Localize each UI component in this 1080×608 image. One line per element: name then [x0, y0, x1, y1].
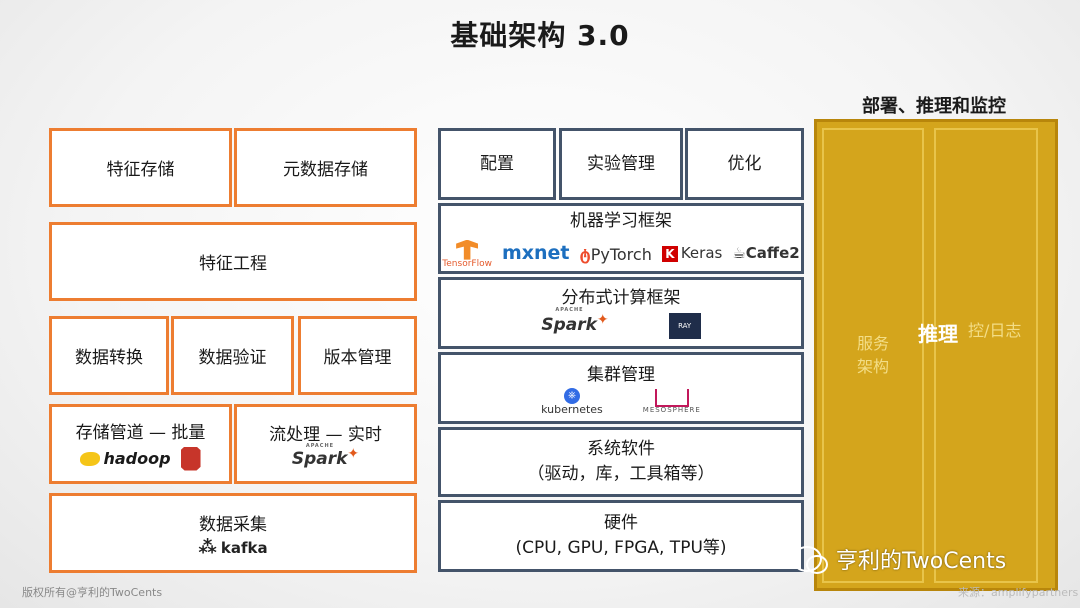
feature-store-label: 特征存储 [106, 160, 175, 180]
wechat-icon [792, 546, 828, 574]
experiment-mgmt-box: 实验管理 [559, 128, 683, 200]
kafka-icon: ⁂ [198, 536, 217, 558]
keras-logo-text: Keras [680, 244, 723, 263]
system-software-sublabel: （驱动，库，工具箱等） [527, 464, 715, 484]
optimization-label: 优化 [727, 153, 762, 174]
tensorflow-logo-text: TensorFlow [442, 258, 492, 269]
data-collection-box: 数据采集 ⁂ kafka [49, 493, 417, 573]
config-box: 配置 [438, 128, 556, 200]
copyright-footer: 版权所有@亨利的TwoCents [22, 586, 163, 599]
caffe2-logo-text: Caffe2 [745, 244, 800, 263]
distributed-framework-box: 分布式计算框架 APACHE Spark✦ RAY [438, 277, 804, 349]
system-software-box: 系统软件 （驱动，库，工具箱等） [438, 427, 804, 497]
data-validation-label: 数据验证 [198, 348, 267, 368]
hardware-box: 硬件 (CPU, GPU, FPGA, TPU等) [438, 500, 804, 572]
data-transform-box: 数据转换 [49, 316, 169, 395]
storage-pipeline-box: 存储管道 — 批量 hadoop [49, 404, 232, 484]
kafka-logo: ⁂ kafka [198, 536, 268, 558]
storage-pipeline-logos: hadoop [80, 446, 201, 471]
version-mgmt-label: 版本管理 [323, 348, 392, 368]
pytorch-logo-text: PyTorch [590, 244, 652, 264]
storage-pipeline-label: 存储管道 — 批量 [75, 422, 206, 443]
mesosphere-logo-text: MESOSPHERE [642, 405, 701, 414]
serving-label-line1: 服务 [856, 334, 889, 354]
mxnet-logo: mxnet [501, 242, 570, 265]
cluster-mgmt-box: 集群管理 ⎈ kubernetes MESOSPHERE [438, 352, 804, 424]
hadoop-logo: hadoop [80, 449, 171, 468]
distributed-framework-logos: APACHE Spark✦ RAY [541, 307, 701, 339]
metadata-store-label: 元数据存储 [283, 160, 368, 180]
deployment-heading: 部署、推理和监控 [862, 96, 1006, 117]
kafka-logo-text: kafka [220, 538, 268, 557]
wechat-watermark: 亨利的TwoCents [792, 543, 1006, 575]
data-collection-label: 数据采集 [199, 514, 267, 535]
feature-engineering-box: 特征工程 [49, 222, 417, 301]
serving-label: 服务 架构 [857, 333, 889, 378]
kubernetes-logo: ⎈ kubernetes [541, 387, 603, 416]
version-mgmt-box: 版本管理 [298, 316, 417, 395]
caffe2-logo: ☕Caffe2 [732, 243, 799, 265]
watermark-text: 亨利的TwoCents [836, 549, 1007, 574]
spark-logo: APACHE Spark✦ [291, 443, 360, 469]
mesosphere-icon [654, 388, 689, 407]
stream-processing-box: 流处理 — 实时 APACHE Spark✦ [234, 404, 417, 484]
data-validation-box: 数据验证 [171, 316, 294, 395]
cluster-mgmt-logos: ⎈ kubernetes MESOSPHERE [541, 387, 701, 416]
hardware-sublabel: (CPU, GPU, FPGA, TPU等) [515, 538, 727, 558]
kubernetes-helm-icon: ⎈ [563, 387, 580, 404]
cluster-mgmt-label: 集群管理 [587, 365, 655, 385]
spark-apache-label: APACHE [305, 442, 335, 449]
amazon-s3-icon [180, 446, 201, 471]
caffe2-cup-icon: ☕ [732, 244, 746, 263]
monitoring-column: 控/日志 [934, 128, 1038, 583]
inference-label: 推理 [918, 322, 958, 346]
experiment-mgmt-label: 实验管理 [587, 153, 655, 174]
distributed-framework-label: 分布式计算框架 [561, 288, 681, 308]
pytorch-logo: ტPyTorch [580, 243, 652, 266]
spark-middle-apache-label: APACHE [555, 307, 584, 314]
serving-column: 服务 架构 [822, 128, 924, 583]
spark-middle-logo-text: Spark [541, 315, 597, 336]
monitoring-label: 控/日志 [968, 321, 1022, 340]
source-footer: 来源：amplifypartners [958, 586, 1079, 599]
feature-store-box: 特征存储 [49, 128, 232, 207]
tensorflow-icon [456, 239, 479, 260]
spark-star-icon: ✦ [347, 445, 360, 462]
page-title: 基础架构 3.0 [450, 19, 630, 52]
keras-icon: K [661, 246, 678, 263]
spark-star-icon: ✦ [596, 312, 609, 329]
hardware-label: 硬件 [604, 513, 638, 534]
serving-label-line2: 架构 [856, 356, 889, 376]
kubernetes-logo-text: kubernetes [541, 402, 603, 416]
metadata-store-box: 元数据存储 [234, 128, 417, 207]
spark-logo-middle: APACHE Spark✦ [541, 307, 609, 338]
tensorflow-logo: TensorFlow [442, 239, 492, 269]
hadoop-elephant-icon [80, 451, 101, 466]
hadoop-logo-text: hadoop [103, 449, 171, 468]
system-software-label: 系统软件 [587, 439, 655, 460]
feature-engineering-label: 特征工程 [199, 254, 267, 274]
stream-processing-label: 流处理 — 实时 [269, 424, 382, 445]
deployment-panel [814, 119, 1058, 591]
ray-logo: RAY [668, 312, 701, 339]
stream-processing-logos: APACHE Spark✦ [291, 443, 360, 469]
spark-logo-text: Spark [291, 448, 348, 469]
optimization-box: 优化 [685, 128, 804, 200]
mesosphere-logo: MESOSPHERE [642, 388, 701, 415]
pytorch-icon: ტ [579, 244, 591, 264]
config-label: 配置 [480, 153, 514, 174]
ml-framework-label: 机器学习框架 [570, 211, 672, 231]
data-transform-label: 数据转换 [75, 348, 143, 368]
